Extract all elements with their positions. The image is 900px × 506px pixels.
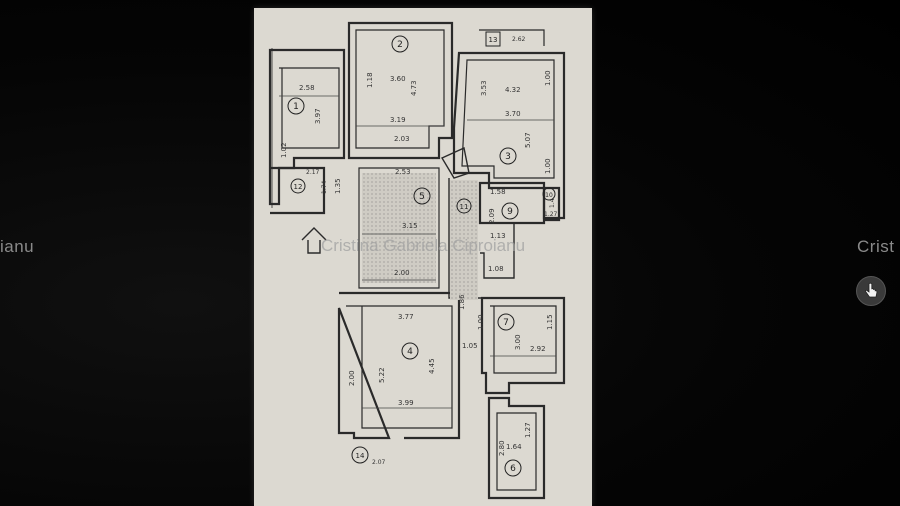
floor-plan-drawing: 1 2 3 4 5 6 7 9 10 11 12 13 14 2.58 3.97… (268, 21, 566, 500)
room-3-circle (499, 147, 517, 165)
dim-r1-a: 2.58 (299, 84, 315, 92)
dim-r1-c: 1.02 (280, 142, 288, 158)
hand-pointer-button[interactable] (856, 276, 886, 306)
room-5-circle (413, 187, 431, 205)
room-6-walls (487, 396, 546, 500)
room-7-circle (497, 313, 515, 331)
dim-r4-c: 3.99 (398, 399, 414, 407)
room-1-circle (287, 97, 305, 115)
dim-r3-f: 1.00 (544, 158, 552, 174)
dim-r1-b: 3.97 (314, 108, 322, 124)
room-12-circle (290, 178, 306, 194)
dim-r2-c: 2.03 (394, 135, 410, 143)
dim-r2-b: 3.19 (390, 116, 406, 124)
room-13-box (485, 31, 501, 47)
dim-r7-b: 2.92 (530, 345, 546, 353)
dim-r4-b: 5.22 (378, 367, 386, 383)
dim-r3-e: 1.00 (544, 70, 552, 86)
dim-r9-c: 1.13 (490, 232, 506, 240)
room-num-4: 4 (407, 347, 413, 357)
dim-r4-a: 3.77 (398, 313, 414, 321)
room-num-5: 5 (419, 192, 425, 202)
room-num-2: 2 (397, 40, 403, 50)
room-14-circle (351, 446, 369, 464)
dim-r12-b: 1.74 (321, 180, 328, 194)
dim-r6-a: 1.64 (506, 443, 522, 451)
dimension-labels: 2.58 3.97 1.02 3.60 3.19 2.03 4.73 1.18 … (280, 36, 558, 466)
dim-r3-d: 5.07 (524, 132, 532, 148)
dim-r12-a: 2.17 (306, 169, 320, 176)
dim-r5-c: 2.00 (394, 269, 410, 277)
room-9-walls (478, 181, 546, 225)
room-number-texts: 1 2 3 4 5 6 7 9 10 11 12 13 14 (293, 36, 553, 474)
dim-r6-c: 1.27 (524, 422, 532, 438)
dim-r5-d: 1.35 (334, 178, 342, 194)
room-num-7: 7 (503, 318, 509, 328)
room-num-10: 10 (545, 192, 553, 199)
room-3-walls (452, 51, 566, 220)
dim-r9-b: 2.09 (488, 208, 496, 224)
room-6-circle (504, 459, 522, 477)
room-num-3: 3 (505, 152, 511, 162)
side-caption-right: Crist (857, 237, 895, 256)
entrance-arrow-icon (301, 227, 327, 254)
dim-r3-b: 3.70 (505, 110, 521, 118)
dim-r10-b: 1.4 (549, 198, 556, 208)
dim-r5-a: 2.53 (395, 168, 411, 176)
dim-r5-b: 3.15 (402, 222, 418, 230)
room-num-1: 1 (293, 102, 299, 112)
dim-r4-e: 2.00 (348, 370, 356, 386)
dim-r4-f: 1.86 (458, 294, 466, 310)
room-labels (287, 31, 556, 477)
room-num-13: 13 (489, 36, 498, 44)
room-num-14: 14 (356, 452, 365, 460)
room-12-walls (270, 166, 326, 215)
room-9-circle (501, 202, 519, 220)
room-num-11: 11 (460, 203, 469, 211)
room-7-walls (480, 296, 566, 395)
dim-r3-c: 3.53 (480, 80, 488, 96)
dim-r7-d: 1.00 (477, 314, 485, 330)
room-2-circle (391, 35, 409, 53)
dim-r13-a: 2.62 (512, 36, 526, 43)
room-10-circle (542, 187, 556, 201)
room-4-circle (401, 342, 419, 360)
room-1-walls (268, 48, 346, 206)
floor-plan-image: 1 2 3 4 5 6 7 9 10 11 12 13 14 2.58 3.97… (254, 8, 592, 506)
walls (268, 21, 566, 500)
dim-r3-a: 4.32 (505, 86, 521, 94)
dim-r7-a: 3.00 (514, 334, 522, 350)
room-num-12: 12 (294, 183, 303, 191)
dim-r7-e: 1.05 (462, 342, 478, 350)
dim-r2-d: 4.73 (410, 80, 418, 96)
hall-5-walls (358, 167, 440, 289)
dim-r9-a: 1.58 (490, 188, 506, 196)
dim-r14-a: 2.07 (372, 459, 386, 466)
dim-r2-a: 3.60 (390, 75, 406, 83)
dim-r10-a: 1.27 (544, 211, 558, 218)
dim-r9-d: 1.08 (488, 265, 504, 273)
hand-pointer-icon (865, 282, 878, 298)
room-num-9: 9 (507, 207, 513, 217)
room-11-circle (456, 198, 472, 214)
dimension-lines (279, 95, 556, 409)
room-4-walls (337, 291, 461, 440)
dim-r4-d: 4.45 (428, 358, 436, 374)
dim-r7-c: 1.15 (546, 314, 554, 330)
dim-r2-e: 1.18 (366, 72, 374, 88)
side-caption-left: ianu (0, 237, 35, 256)
room-num-6: 6 (510, 464, 516, 474)
hall-texture (362, 173, 436, 283)
dim-r6-b: 2.80 (498, 440, 506, 456)
room-2-walls (347, 21, 454, 160)
